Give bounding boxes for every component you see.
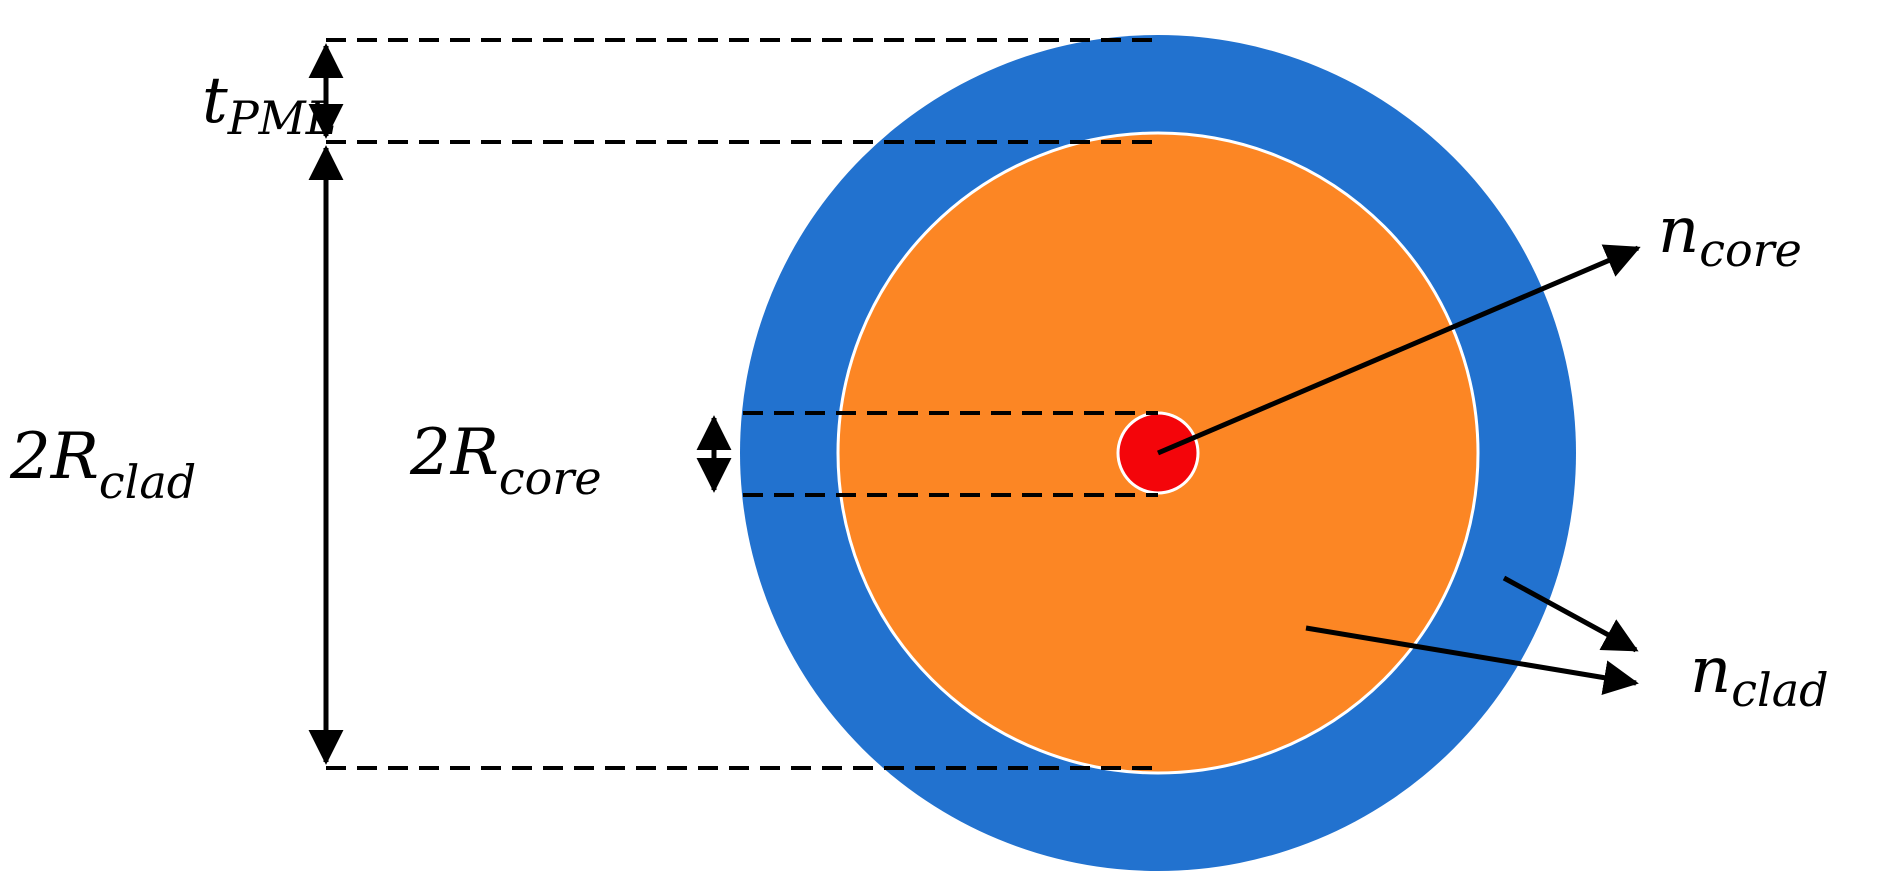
label-2r-clad: 2Rclad (9, 420, 196, 509)
n-clad-pointer-arrow-pml (1502, 575, 1639, 653)
n-core-pointer-arrow (1157, 244, 1641, 456)
label-t-pml: tPML (202, 64, 336, 145)
label-2r-core: 2Rcore (409, 416, 602, 505)
label-n-core: ncore (1658, 194, 1802, 277)
n-clad-pointer-arrow-cladding (1305, 625, 1639, 695)
label-n-clad: nclad (1690, 634, 1829, 717)
